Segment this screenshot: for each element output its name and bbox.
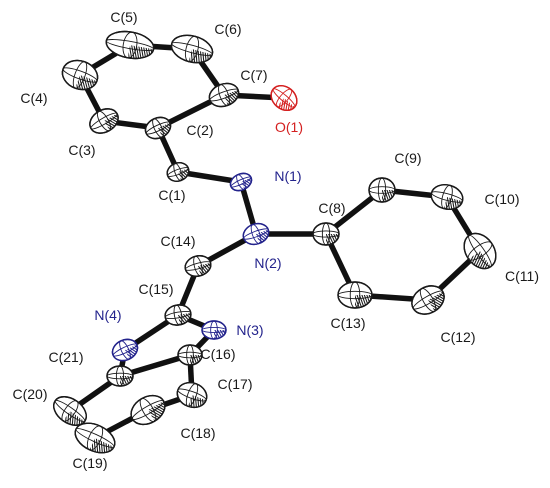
atom-label-n2: N(2) — [254, 255, 281, 271]
atom-c2 — [144, 116, 175, 140]
atom-label-c3: C(3) — [68, 142, 95, 158]
atom-label-c8: C(8) — [318, 200, 345, 216]
atom-label-c19: C(19) — [72, 455, 107, 471]
atom-c19 — [74, 422, 116, 459]
atom-label-c13: C(13) — [330, 315, 365, 331]
atom-label-c6: C(6) — [214, 21, 241, 37]
atom-c6 — [170, 34, 215, 67]
atom-c7 — [208, 82, 242, 108]
atom-label-c10: C(10) — [484, 191, 519, 207]
atom-label-n4: N(4) — [94, 307, 121, 323]
atom-label-c15: C(15) — [138, 281, 173, 297]
atom-layer — [53, 30, 497, 459]
atom-label-c11: C(11) — [505, 268, 539, 284]
atom-c10 — [430, 183, 465, 213]
atom-c5 — [105, 30, 156, 62]
atom-n1 — [229, 172, 255, 192]
atom-label-n1: N(1) — [274, 168, 301, 184]
atom-label-c12: C(12) — [440, 329, 475, 345]
atom-label-c1: C(1) — [158, 187, 185, 203]
atom-label-c14: C(14) — [160, 233, 195, 249]
atom-label-n3: N(3) — [236, 322, 263, 338]
atom-label-c21: C(21) — [48, 349, 83, 365]
atom-label-c5: C(5) — [110, 9, 137, 25]
atom-label-c18: C(18) — [180, 425, 215, 441]
atom-label-c9: C(9) — [394, 150, 421, 166]
atom-label-o1: O(1) — [275, 119, 303, 135]
atom-label-c7: C(7) — [240, 67, 267, 83]
atom-c13 — [337, 281, 373, 309]
atom-label-c4: C(4) — [20, 90, 47, 106]
atom-label-c16: C(16) — [200, 346, 235, 362]
atom-label-c20: C(20) — [12, 386, 47, 402]
label-layer: C(1) C(2) C(3) C(4) C(5) C(6) C(7) O(1) N(1) N(2)… — [12, 9, 538, 471]
atom-label-c2: C(2) — [186, 122, 213, 138]
atom-label-c17: C(17) — [217, 376, 252, 392]
